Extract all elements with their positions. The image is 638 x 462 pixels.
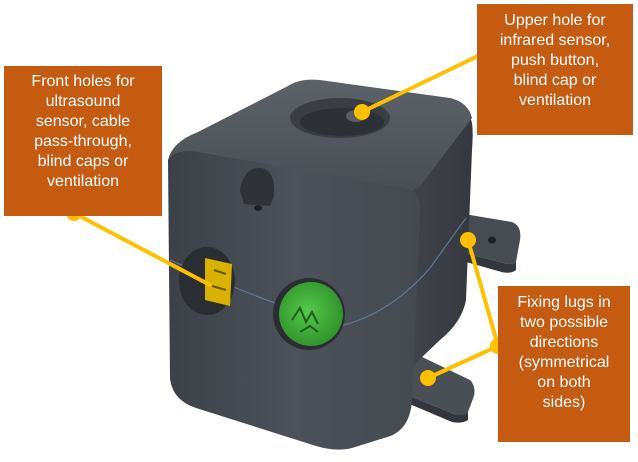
callout-line: blind cap or xyxy=(513,72,597,89)
leader-dot-lug-upper xyxy=(460,232,476,248)
callout-upper-hole: Upper hole for infrared sensor, push but… xyxy=(477,4,633,135)
callout-line: ventilation xyxy=(46,173,120,190)
callout-line: push button, xyxy=(510,52,600,69)
leader-line-upper xyxy=(360,54,480,114)
callout-front-holes: Front holes for ultrasound sensor, cable… xyxy=(4,66,162,216)
lug-hole-icon xyxy=(488,236,496,244)
callout-line: Fixing lugs in xyxy=(517,294,611,311)
front-hole-left xyxy=(179,247,235,315)
callout-line: (symmetrical xyxy=(518,354,610,371)
callout-fixing-lugs: Fixing lugs in two possible directions (… xyxy=(498,286,630,442)
parting-line xyxy=(169,217,467,327)
callout-line: Front holes for xyxy=(31,73,135,90)
callout-line: infrared sensor, xyxy=(499,32,611,49)
callout-line: directions xyxy=(529,334,599,351)
callout-line: on both xyxy=(537,374,591,391)
front-hole-right xyxy=(273,278,345,350)
callout-line: two possible xyxy=(519,314,609,331)
callout-line: ultrasound xyxy=(45,93,121,110)
callout-line: pass-through, xyxy=(34,133,132,150)
callout-line: Upper hole for xyxy=(504,12,606,29)
callout-line: sides) xyxy=(542,394,586,411)
leader-line-front xyxy=(72,211,212,287)
top-notch xyxy=(240,167,275,206)
screw-hole-icon xyxy=(254,205,262,211)
callout-line: blind caps or xyxy=(37,153,129,170)
callout-line: sensor, cable xyxy=(35,113,131,130)
leader-dot-lug-lower xyxy=(420,370,436,386)
callout-line: ventilation xyxy=(518,92,592,109)
leader-dot-upper xyxy=(354,104,370,120)
